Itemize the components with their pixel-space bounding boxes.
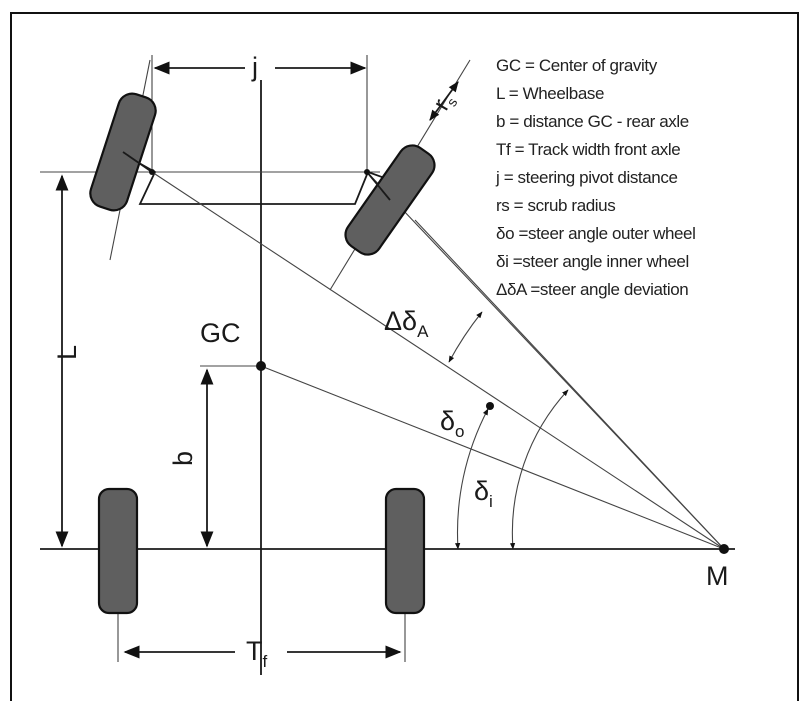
label-gc: GC — [200, 318, 241, 348]
legend-item: δo =steer angle outer wheel — [496, 224, 696, 243]
legend-item: δi =steer angle inner wheel — [496, 252, 689, 271]
inner-pivot-point — [364, 169, 370, 175]
outer-pivot-point — [149, 169, 155, 175]
m-point — [719, 544, 729, 554]
arc-delta-A — [448, 311, 483, 363]
legend: GC = Center of gravity L = Wheelbase b =… — [495, 56, 696, 299]
rear-left-wheel — [97, 487, 139, 615]
legend-item: rs = scrub radius — [496, 196, 615, 215]
front-right-wheel-axis — [366, 171, 391, 201]
legend-item: GC = Center of gravity — [496, 56, 658, 75]
legend-item: Tf = Track width front axle — [496, 140, 680, 159]
ray-outer-wheel — [151, 171, 725, 550]
legend-item: L = Wheelbase — [496, 84, 604, 103]
legend-item: ΔδA =steer angle deviation — [496, 280, 688, 299]
legend-item: j = steering pivot distance — [495, 168, 678, 187]
ray-gc — [260, 365, 725, 550]
label-j: j — [251, 52, 258, 82]
steering-linkage — [122, 153, 391, 205]
ray-intersection-point — [486, 402, 494, 410]
label-delta-a: ΔδA — [384, 306, 429, 341]
arc-delta-i — [509, 389, 569, 550]
diagram-frame — [10, 12, 799, 701]
label-m: M — [706, 561, 729, 591]
front-left-wheel-axis — [122, 151, 153, 173]
label-delta-o: δo — [440, 406, 465, 441]
label-l: L — [52, 345, 82, 360]
arc-delta-o — [455, 408, 489, 550]
rear-right-wheel — [384, 487, 426, 615]
label-delta-i: δi — [474, 476, 493, 511]
label-b: b — [168, 451, 198, 466]
label-rs: rs — [428, 89, 461, 116]
label-tf: Tf — [246, 636, 268, 671]
ray-inner-steer-reference — [414, 219, 725, 550]
dim-rs — [429, 81, 459, 121]
gc-point — [256, 361, 266, 371]
legend-item: b = distance GC - rear axle — [496, 112, 689, 131]
